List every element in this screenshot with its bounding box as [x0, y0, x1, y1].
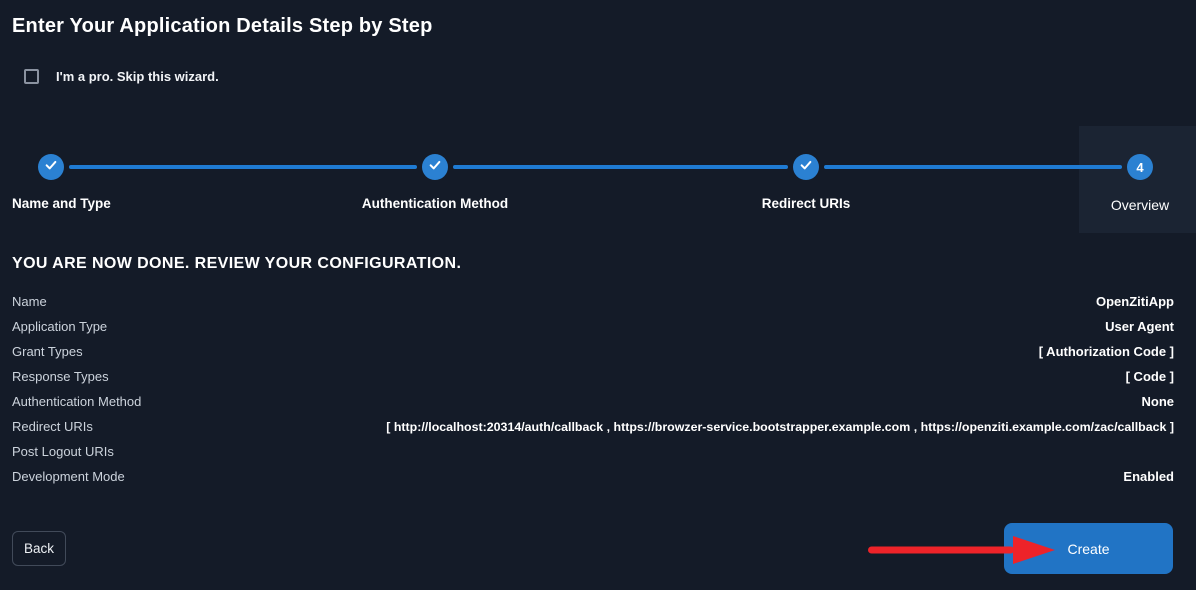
step-2-indicator — [422, 154, 448, 180]
config-row-name: Name OpenZitiApp — [12, 289, 1174, 314]
config-row-application-type: Application Type User Agent — [12, 314, 1174, 339]
create-button[interactable]: Create — [1004, 523, 1173, 574]
step-label-redirect-uris: Redirect URIs — [761, 196, 851, 211]
check-icon — [428, 158, 442, 177]
config-label: Authentication Method — [12, 394, 142, 409]
stepper-connector — [453, 165, 788, 169]
step-4-number: 4 — [1136, 159, 1144, 175]
skip-wizard-checkbox[interactable] — [24, 69, 39, 84]
page-title: Enter Your Application Details Step by S… — [12, 15, 433, 37]
config-label: Development Mode — [12, 469, 125, 484]
review-heading: YOU ARE NOW DONE. REVIEW YOUR CONFIGURAT… — [12, 255, 462, 272]
check-icon — [44, 158, 58, 177]
config-row-redirect-uris: Redirect URIs [ http://localhost:20314/a… — [12, 414, 1174, 439]
skip-wizard-label[interactable]: I'm a pro. Skip this wizard. — [56, 69, 219, 84]
stepper-connector — [69, 165, 417, 169]
config-value: [ http://localhost:20314/auth/callback ,… — [386, 419, 1174, 434]
step-4-indicator: 4 — [1127, 154, 1153, 180]
config-label: Post Logout URIs — [12, 444, 114, 459]
skip-wizard-row[interactable]: I'm a pro. Skip this wizard. — [24, 69, 219, 84]
config-label: Response Types — [12, 369, 109, 384]
stepper-connector — [824, 165, 1122, 169]
step-1-indicator — [38, 154, 64, 180]
config-value: OpenZitiApp — [1096, 294, 1174, 309]
config-label: Name — [12, 294, 47, 309]
step-label-authentication-method: Authentication Method — [361, 196, 509, 211]
check-icon — [799, 158, 813, 177]
config-row-response-types: Response Types [ Code ] — [12, 364, 1174, 389]
step-label-name-and-type: Name and Type — [12, 196, 111, 211]
config-value: User Agent — [1105, 319, 1174, 334]
config-row-development-mode: Development Mode Enabled — [12, 464, 1174, 489]
config-label: Redirect URIs — [12, 419, 93, 434]
config-value: Enabled — [1123, 469, 1174, 484]
config-row-grant-types: Grant Types [ Authorization Code ] — [12, 339, 1174, 364]
config-label: Application Type — [12, 319, 108, 334]
config-row-authentication-method: Authentication Method None — [12, 389, 1174, 414]
step-label-overview: Overview — [1110, 197, 1170, 213]
back-button[interactable]: Back — [12, 531, 66, 566]
configuration-summary: Name OpenZitiApp Application Type User A… — [12, 289, 1174, 489]
config-value: [ Code ] — [1125, 369, 1174, 384]
step-3-indicator — [793, 154, 819, 180]
config-value: [ Authorization Code ] — [1038, 344, 1174, 359]
config-value: None — [1141, 394, 1175, 409]
config-label: Grant Types — [12, 344, 83, 359]
config-row-post-logout-uris: Post Logout URIs — [12, 439, 1174, 464]
